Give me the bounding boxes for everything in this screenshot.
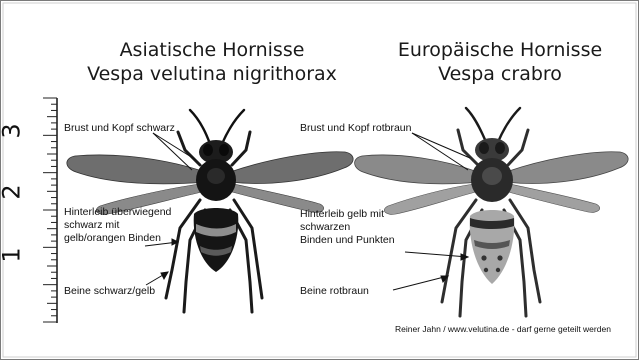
abdomen-dot <box>484 268 488 272</box>
right-title-latin: Vespa crabro <box>385 62 615 86</box>
left-label-abdomen-2: schwarz mit <box>64 219 119 232</box>
right-label-legs: Beine rotbraun <box>300 285 369 298</box>
right-label-abdomen-3: Binden und Punkten <box>300 234 395 247</box>
eye <box>203 144 213 156</box>
eye <box>495 142 505 154</box>
eye <box>219 144 229 156</box>
right-label-head: Brust und Kopf rotbraun <box>300 122 412 135</box>
abdomen-dot <box>497 255 502 260</box>
left-label-legs: Beine schwarz/gelb <box>64 285 155 298</box>
thorax-highlight <box>207 168 225 184</box>
eye <box>479 142 489 154</box>
left-title-latin: Vespa velutina nigrithorax <box>77 62 347 86</box>
left-label-abdomen-3: gelb/orangen Binden <box>64 232 161 245</box>
left-label-head: Brust und Kopf schwarz <box>64 122 175 135</box>
right-title-common: Europäische Hornisse <box>385 38 615 62</box>
abdomen-dot <box>481 255 486 260</box>
left-label-abdomen-1: Hinterleib überwiegend <box>64 206 171 219</box>
photo-credit: Reiner Jahn / www.velutina.de - darf ger… <box>395 324 611 334</box>
right-label-abdomen-1: Hinterleib gelb mit <box>300 208 384 221</box>
abdomen-dot <box>496 268 500 272</box>
left-title-common: Asiatische Hornisse <box>97 38 327 62</box>
ruler-number-1: 1 <box>0 247 24 262</box>
ruler-number-3: 3 <box>0 123 24 138</box>
thorax-highlight <box>482 167 502 185</box>
ruler-number-2: 2 <box>0 184 24 199</box>
right-label-abdomen-2: schwarzen <box>300 221 350 234</box>
